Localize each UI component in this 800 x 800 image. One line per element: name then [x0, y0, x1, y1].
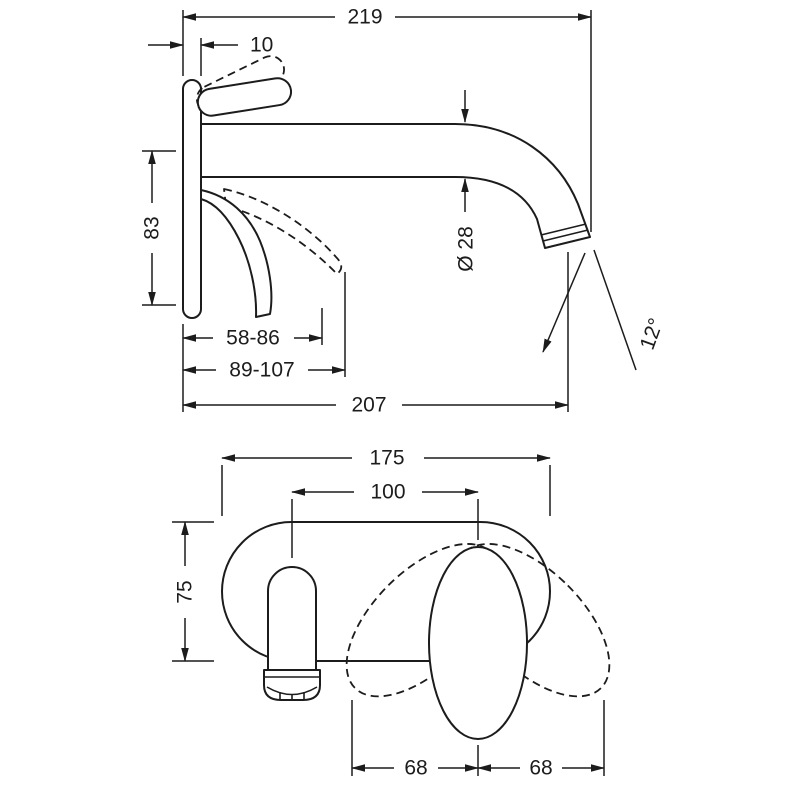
- aerator-band-line: [540, 223, 587, 236]
- dim-spout-angle-label: 12°: [636, 315, 668, 353]
- handle-lever-side: [196, 77, 293, 117]
- dim-total-depth-label: 219: [347, 6, 382, 29]
- dim-center-distance-label: 100: [370, 481, 405, 504]
- dim-plate-width: 175: [221, 447, 551, 470]
- dim-spout-angle: 12°: [542, 249, 668, 371]
- dim-spout-reach: 207: [182, 394, 569, 417]
- handle-swing-position-dashed: [223, 188, 343, 275]
- dim-plate-depth: 10: [148, 34, 273, 57]
- wall-plate-side: [182, 79, 202, 319]
- dim-height-offset-label: 83: [141, 216, 164, 239]
- handle-front: [428, 546, 528, 740]
- handle-blade-side: [200, 189, 273, 318]
- handle-swing-right-dashed: [456, 543, 611, 698]
- dim-swing-right: 68: [477, 757, 605, 780]
- dim-swing-left-label: 68: [404, 757, 427, 780]
- dim-swing-left: 68: [351, 757, 479, 780]
- dim-plate-depth-label: 10: [250, 34, 273, 57]
- dim-handle-range-a-label: 58-86: [226, 327, 280, 350]
- aerator-band-line: [542, 229, 589, 242]
- side-view: 219 10 83 Ø 28 12° 5: [141, 6, 669, 417]
- dim-spout-reach-label: 207: [351, 394, 386, 417]
- dim-spout-diameter: Ø 28: [455, 90, 478, 272]
- dim-handle-range-b-label: 89-107: [229, 359, 294, 382]
- dim-height-offset: 83: [141, 150, 164, 306]
- dim-handle-range-a: 58-86: [182, 327, 323, 350]
- dim-swing-right-label: 68: [529, 757, 552, 780]
- dim-plate-height: 75: [174, 521, 197, 662]
- dim-center-distance: 100: [291, 481, 479, 504]
- dim-spout-diameter-label: Ø 28: [455, 226, 478, 272]
- spout-side: [200, 123, 591, 249]
- dim-plate-width-label: 175: [369, 447, 404, 470]
- dim-total-depth: 219: [182, 6, 592, 29]
- dim-plate-height-label: 75: [174, 580, 197, 603]
- bottom-view: 175 100 75 68 68: [172, 447, 611, 780]
- dim-handle-range-b: 89-107: [182, 359, 346, 382]
- spout-front: [267, 566, 317, 671]
